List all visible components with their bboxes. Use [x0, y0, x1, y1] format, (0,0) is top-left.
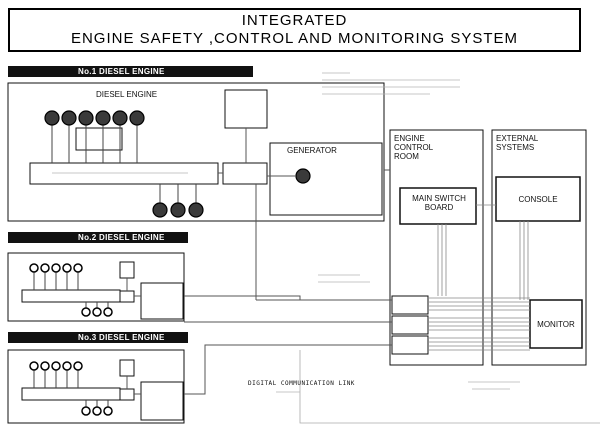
- communication-bus-lines: [428, 204, 530, 351]
- faint-annotation-marks: [52, 72, 520, 393]
- generator-1-box: [269, 142, 383, 216]
- digital-communication-link-label: DIGITAL COMMUNICATION LINK: [248, 380, 355, 387]
- engine-1-junction-box: [222, 162, 268, 185]
- engine-2-junction-box: [119, 290, 135, 303]
- control-room-panel-2: [391, 315, 429, 335]
- console-box: [495, 176, 581, 222]
- engine-3-crankcase: [21, 387, 121, 401]
- title-box: INTEGRATED ENGINE SAFETY ,CONTROL AND MO…: [8, 8, 581, 52]
- cylinder-sensor-icon: [78, 110, 94, 126]
- cylinder-sensor-icon: [95, 110, 111, 126]
- engine-3-control-unit: [119, 359, 135, 377]
- cylinder-sensor-icon: [44, 110, 60, 126]
- main-switchboard-label-1: MAIN SWITCH: [412, 194, 466, 203]
- title-line-1: INTEGRATED: [241, 12, 348, 29]
- cylinder-sensor-icon: [61, 110, 77, 126]
- engine-3-junction-box: [119, 388, 135, 401]
- section-bar-engine-1: No.1 DIESEL ENGINE: [8, 66, 253, 77]
- engine-1-block: [75, 127, 123, 151]
- engine-1-cylinder-sensors: [51, 125, 197, 204]
- control-room-label-2: CONTROL: [394, 143, 434, 152]
- engine-control-room-box: [389, 129, 484, 366]
- external-systems-label-2: SYSTEMS: [496, 143, 535, 152]
- generator-3-box: [140, 381, 184, 421]
- engine-2-control-unit: [119, 261, 135, 279]
- section-bar-engine-3: No.3 DIESEL ENGINE: [8, 332, 188, 343]
- control-room-label-1: ENGINE: [394, 134, 425, 143]
- generator-label: GENERATOR: [287, 146, 337, 155]
- control-room-panel-1: [391, 295, 429, 315]
- engine-1-frame: [7, 82, 385, 222]
- aux-sensor-icon: [170, 202, 186, 218]
- title-line-2: ENGINE SAFETY ,CONTROL AND MONITORING SY…: [70, 30, 519, 47]
- control-room-panel-3: [391, 335, 429, 355]
- diesel-engine-label: DIESEL ENGINE: [96, 90, 158, 99]
- engine-1-crankcase: [29, 162, 219, 185]
- engine-1-wiring: [218, 128, 392, 301]
- engine-3-frame: [7, 349, 185, 424]
- aux-sensor-icon: [152, 202, 168, 218]
- monitor-label: MONITOR: [537, 320, 575, 329]
- control-room-label-3: ROOM: [394, 152, 419, 161]
- aux-sensor-icon: [188, 202, 204, 218]
- engine-2-frame: [7, 252, 185, 322]
- generator-2-box: [140, 282, 184, 320]
- external-systems-label-1: EXTERNAL: [496, 134, 539, 143]
- generator-sensor-icon: [295, 168, 311, 184]
- cylinder-sensor-icon: [112, 110, 128, 126]
- main-switchboard-label-2: BOARD: [424, 203, 454, 212]
- console-label: CONSOLE: [518, 195, 558, 204]
- engine-2-crankcase: [21, 289, 121, 303]
- cylinder-sensor-icon: [129, 110, 145, 126]
- section-bar-engine-2: No.2 DIESEL ENGINE: [8, 232, 188, 243]
- engine-1-control-unit: [224, 89, 268, 129]
- monitor-box: [529, 299, 583, 349]
- external-systems-box: [491, 129, 587, 366]
